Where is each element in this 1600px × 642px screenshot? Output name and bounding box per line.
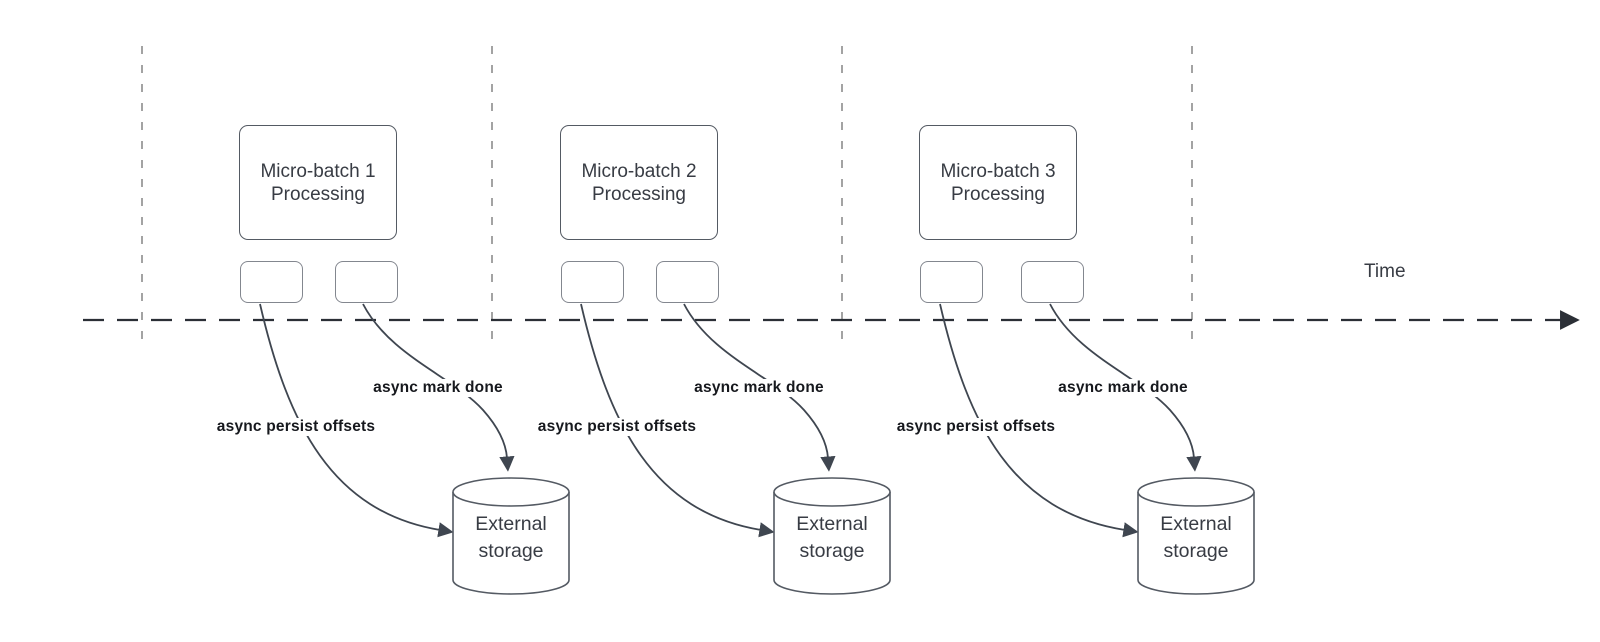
- storage-line2: storage: [799, 540, 865, 562]
- offset-task-box-2a: [561, 261, 624, 303]
- processing-box-1: Micro-batch 1 Processing: [239, 125, 397, 240]
- processing-box-2: Micro-batch 2 Processing: [560, 125, 718, 240]
- external-storage-cylinder-2: External storage: [773, 477, 891, 595]
- persist-offsets-label-2: async persist offsets: [534, 418, 700, 436]
- cylinder-shape: [452, 477, 570, 595]
- processing-box-subtitle: Processing: [592, 183, 686, 205]
- offset-task-box-3a: [920, 261, 983, 303]
- storage-line1: External: [796, 513, 868, 535]
- persist-offsets-arrow-1: [259, 303, 454, 538]
- processing-box-3: Micro-batch 3 Processing: [919, 125, 1077, 240]
- time-axis-label: Time: [1364, 261, 1406, 282]
- storage-line2: storage: [1163, 540, 1229, 562]
- offset-task-box-1b: [335, 261, 398, 303]
- processing-box-title: Micro-batch 1: [260, 160, 376, 182]
- mark-done-label-2: async mark done: [691, 379, 827, 397]
- mark-done-label-1: async mark done: [370, 379, 506, 397]
- external-storage-text: External storage: [1137, 511, 1255, 565]
- storage-line1: External: [1160, 513, 1232, 535]
- offset-task-box-2b: [656, 261, 719, 303]
- storage-line2: storage: [478, 540, 544, 562]
- processing-box-subtitle: Processing: [951, 183, 1045, 205]
- persist-offsets-arrow-2: [580, 303, 775, 538]
- processing-box-title: Micro-batch 3: [940, 160, 1056, 182]
- offset-task-box-1a: [240, 261, 303, 303]
- storage-line1: External: [475, 513, 547, 535]
- persist-offsets-arrow-3: [939, 303, 1139, 538]
- external-storage-cylinder-3: External storage: [1137, 477, 1255, 595]
- processing-box-title: Micro-batch 2: [581, 160, 697, 182]
- external-storage-text: External storage: [773, 511, 891, 565]
- persist-offsets-label-1: async persist offsets: [213, 418, 379, 436]
- cylinder-shape: [1137, 477, 1255, 595]
- mark-done-label-3: async mark done: [1055, 379, 1191, 397]
- external-storage-cylinder-1: External storage: [452, 477, 570, 595]
- processing-box-subtitle: Processing: [271, 183, 365, 205]
- external-storage-text: External storage: [452, 511, 570, 565]
- persist-offsets-label-3: async persist offsets: [893, 418, 1059, 436]
- offset-task-box-3b: [1021, 261, 1084, 303]
- cylinder-shape: [773, 477, 891, 595]
